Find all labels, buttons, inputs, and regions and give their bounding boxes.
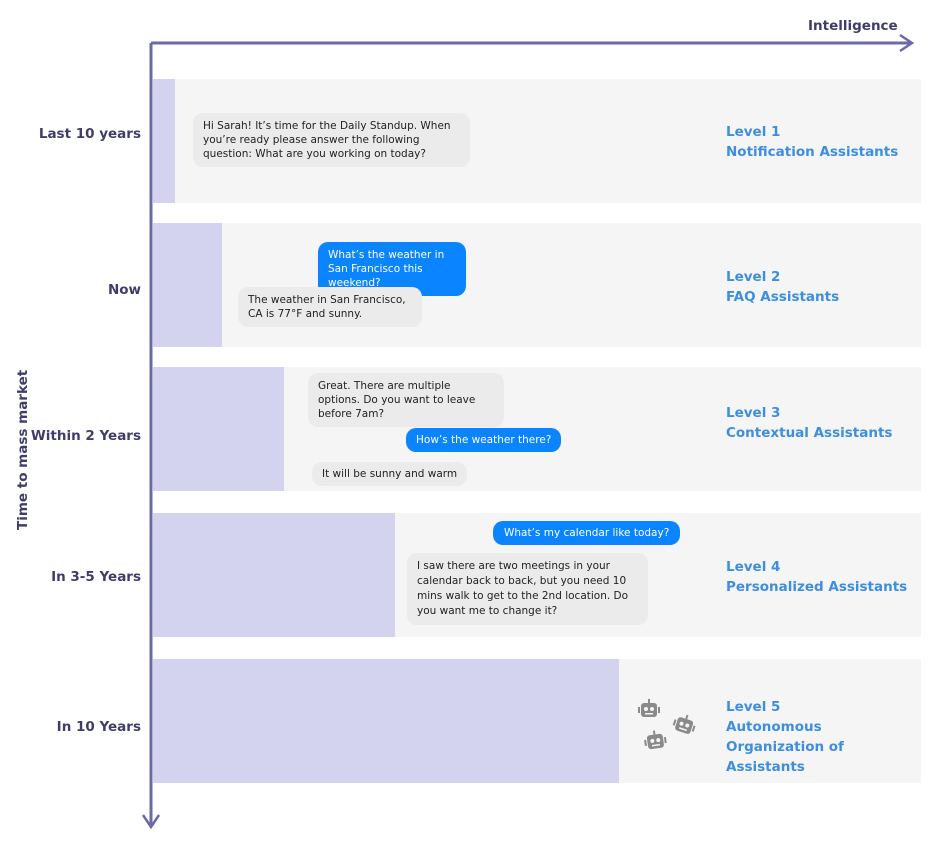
bot-message: Great. There are multiple options. Do yo… xyxy=(308,373,504,427)
bot-message: The weather in San Francisco, CA is 77°F… xyxy=(238,287,422,327)
bot-message: Hi Sarah! It’s time for the Daily Standu… xyxy=(193,113,470,167)
y-axis-label: Time to mass market xyxy=(15,369,31,530)
x-axis-arrow xyxy=(899,33,915,53)
progress-bar xyxy=(153,513,395,637)
robot-icon xyxy=(637,698,699,751)
progress-bar xyxy=(153,659,619,783)
row-level-2 xyxy=(153,223,921,347)
time-label: In 3-5 Years xyxy=(51,569,141,585)
y-axis-arrow xyxy=(141,814,161,830)
user-message: What’s my calendar like today? xyxy=(493,521,681,545)
progress-bar xyxy=(153,79,175,203)
time-label: In 10 Years xyxy=(56,719,141,735)
bot-message: It will be sunny and warm xyxy=(312,462,468,486)
progress-bar xyxy=(153,367,284,491)
time-label: Last 10 years xyxy=(38,126,141,142)
time-label: Within 2 Years xyxy=(30,428,141,444)
bot-message: I saw there are two meetings in your cal… xyxy=(407,553,648,625)
progress-bar xyxy=(153,223,222,347)
row-level-5 xyxy=(153,659,921,783)
time-label: Now xyxy=(107,282,141,298)
x-axis-label: Intelligence xyxy=(808,18,898,34)
user-message: How’s the weather there? xyxy=(406,428,562,452)
